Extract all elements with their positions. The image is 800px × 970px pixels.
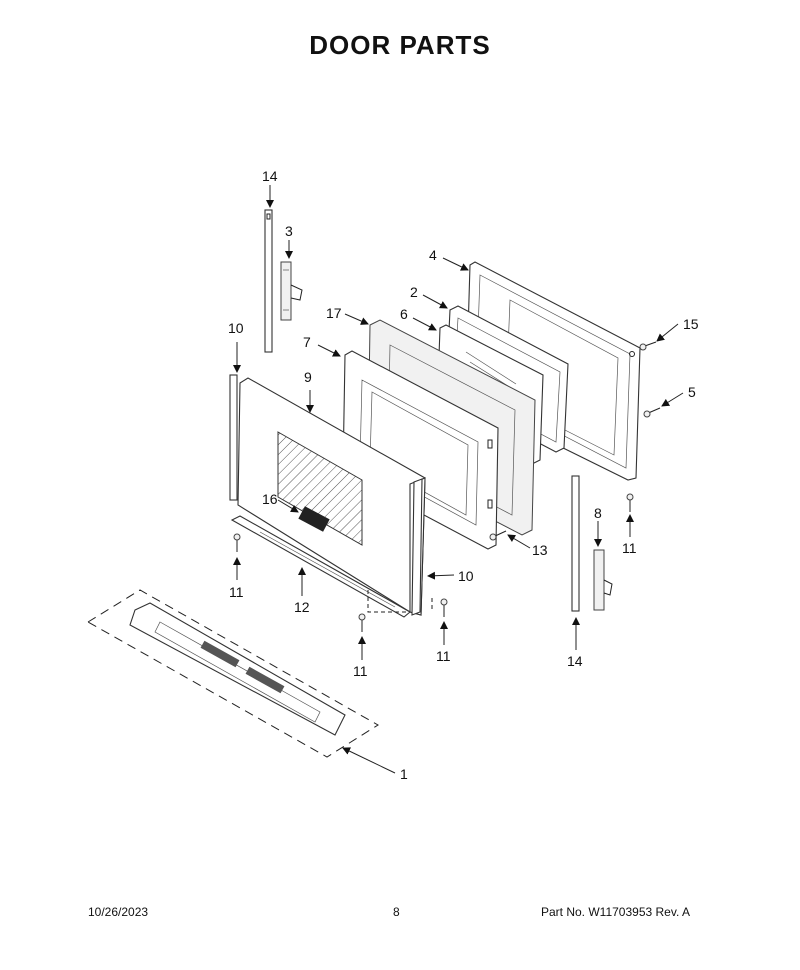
nameplate (298, 506, 330, 532)
screw-11-d (626, 493, 634, 512)
callout-11-d: 11 (622, 540, 637, 556)
callout-7: 7 (303, 334, 311, 350)
door-side-trim-left (229, 374, 238, 501)
hinge-right (593, 549, 613, 611)
callout-10-left: 10 (228, 320, 244, 336)
callout-15: 15 (683, 316, 699, 332)
callout-labels: 14 3 10 9 7 17 6 2 4 15 5 16 13 10 12 8 … (228, 168, 699, 782)
callout-2: 2 (410, 284, 418, 300)
callout-6: 6 (400, 306, 408, 322)
screw-5 (643, 407, 661, 418)
footer-part-number: Part No. W11703953 Rev. A (541, 905, 690, 919)
callout-1: 1 (400, 766, 408, 782)
door-side-trim-right (411, 478, 423, 616)
callout-12: 12 (294, 599, 310, 615)
hinge-channel-right (571, 475, 580, 612)
hinge-channel-left (264, 209, 273, 353)
callout-11-c: 11 (436, 648, 451, 664)
callout-16: 16 (262, 491, 278, 507)
page-title: DOOR PARTS (309, 30, 491, 60)
callout-5: 5 (688, 384, 696, 400)
callout-11-b: 11 (353, 663, 368, 679)
callout-8: 8 (594, 505, 602, 521)
callout-9: 9 (304, 369, 312, 385)
callout-14-top: 14 (262, 168, 278, 184)
hinge-left (280, 261, 303, 321)
screw-13 (489, 530, 507, 541)
footer-date: 10/26/2023 (88, 905, 149, 919)
screw-11-c (440, 598, 448, 617)
callout-13: 13 (532, 542, 548, 558)
callout-14-bottom: 14 (567, 653, 583, 669)
footer-page-number: 8 (393, 905, 400, 919)
callout-11-a: 11 (229, 584, 244, 600)
callout-4: 4 (429, 247, 437, 263)
control-panel-trim (87, 589, 379, 758)
screw-11-a (233, 533, 241, 552)
callout-3: 3 (285, 223, 293, 239)
leader-lines (233, 185, 684, 774)
door-bottom-trim (230, 515, 411, 618)
screw-11-b (358, 613, 366, 632)
callout-10-right: 10 (458, 568, 474, 584)
callout-17: 17 (326, 305, 342, 321)
screw-15 (639, 341, 657, 351)
